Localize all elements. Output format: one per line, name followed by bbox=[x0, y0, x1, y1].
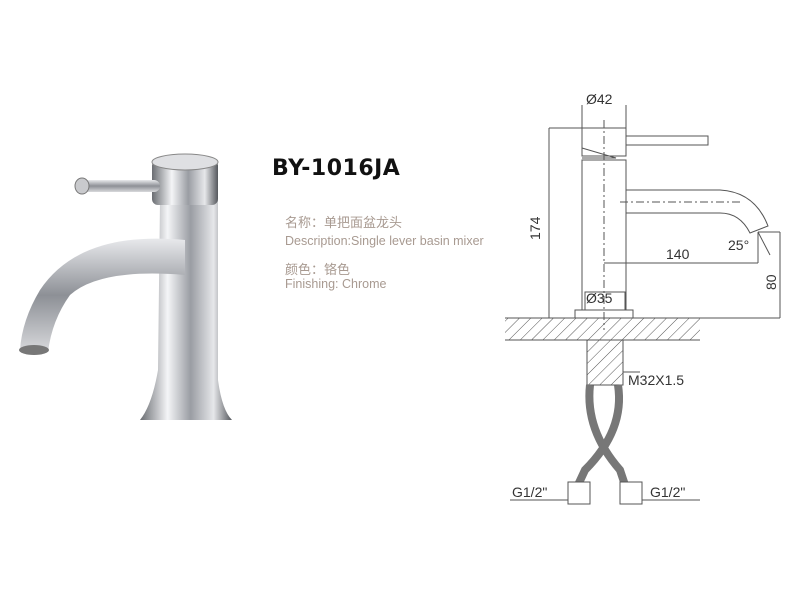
dim-hose-right: G1/2" bbox=[650, 484, 685, 500]
dim-base-diameter: Ø35 bbox=[586, 290, 613, 306]
dim-hose-left: G1/2" bbox=[512, 484, 547, 500]
dim-angle: 25° bbox=[728, 237, 749, 253]
product-name-cn: 名称：单把面盆龙头 bbox=[285, 216, 403, 231]
product-description: Description:Single lever basin mixer bbox=[285, 234, 484, 248]
dim-reach: 140 bbox=[666, 246, 690, 262]
product-finishing: Finishing: Chrome bbox=[285, 277, 387, 291]
dim-height: 174 bbox=[527, 216, 543, 240]
dim-spout-height: 80 bbox=[763, 274, 779, 290]
dim-thread: M32X1.5 bbox=[628, 372, 684, 388]
product-color-cn: 颜色：铬色 bbox=[285, 263, 351, 278]
product-model: BY-1016JA bbox=[272, 156, 401, 181]
dim-top-diameter: Ø42 bbox=[586, 91, 613, 107]
